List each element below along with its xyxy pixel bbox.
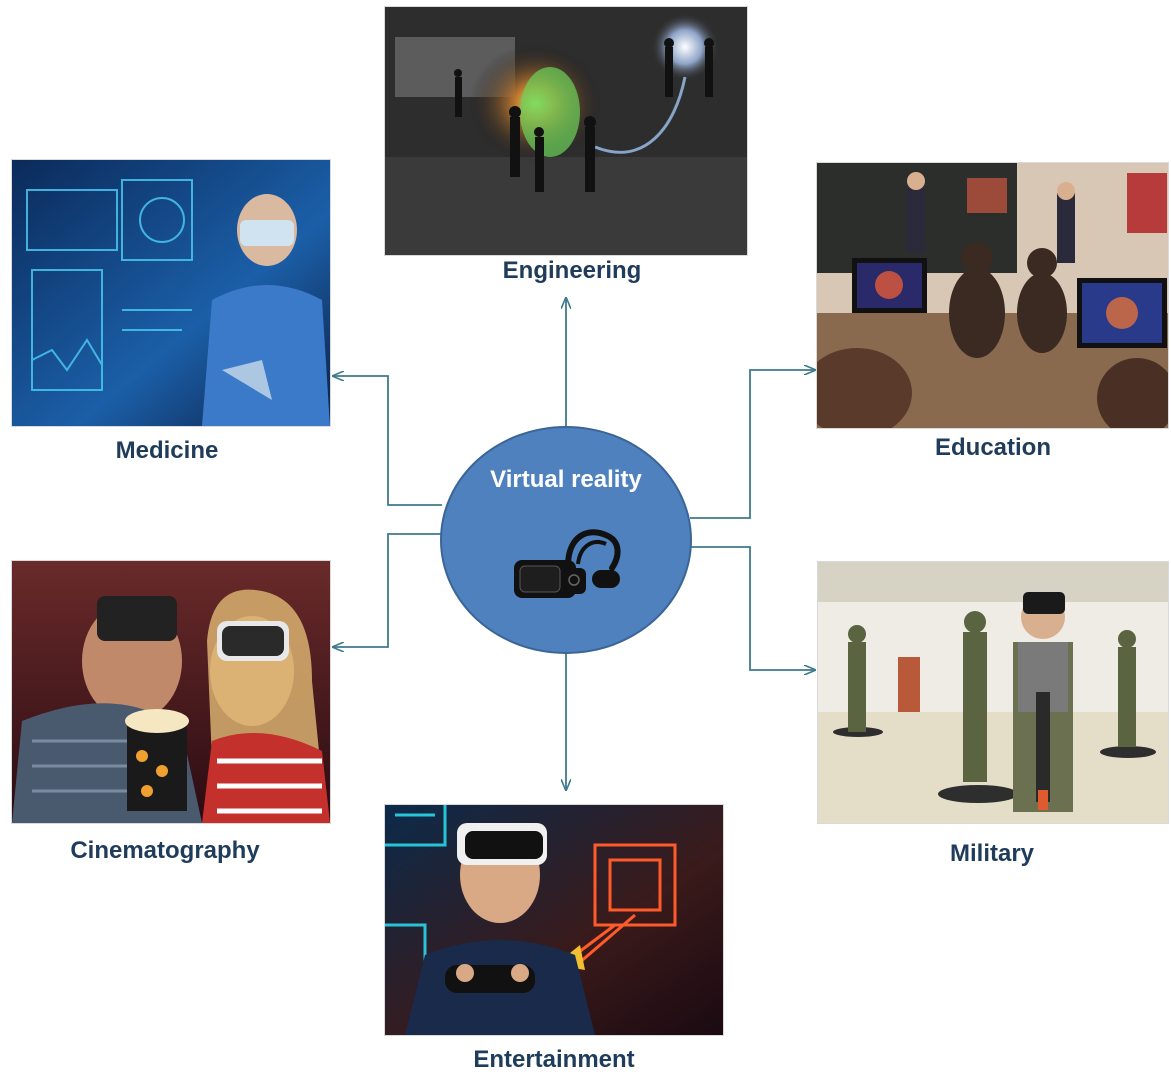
education-image xyxy=(817,163,1168,428)
cinematography-image xyxy=(12,561,330,823)
arrow-to-education xyxy=(690,370,815,519)
hub-title: Virtual reality xyxy=(490,466,642,493)
cinematography-label: Cinematography xyxy=(70,837,260,864)
arrow-to-military xyxy=(690,546,815,670)
medicine-label: Medicine xyxy=(115,437,219,464)
medicine-image xyxy=(12,160,330,426)
arrow-to-medicine xyxy=(333,376,442,506)
arrow-to-cinematography xyxy=(333,533,442,647)
engineering-label: Engineering xyxy=(502,257,642,284)
entertainment-image xyxy=(385,805,723,1035)
engineering-image xyxy=(385,7,747,255)
vr-headset-icon xyxy=(514,529,621,598)
entertainment-label: Entertainment xyxy=(473,1046,635,1073)
virtual-reality-hub: Virtual reality xyxy=(440,426,692,654)
education-label: Education xyxy=(934,434,1051,461)
military-image xyxy=(818,562,1168,823)
military-label: Military xyxy=(949,840,1035,867)
